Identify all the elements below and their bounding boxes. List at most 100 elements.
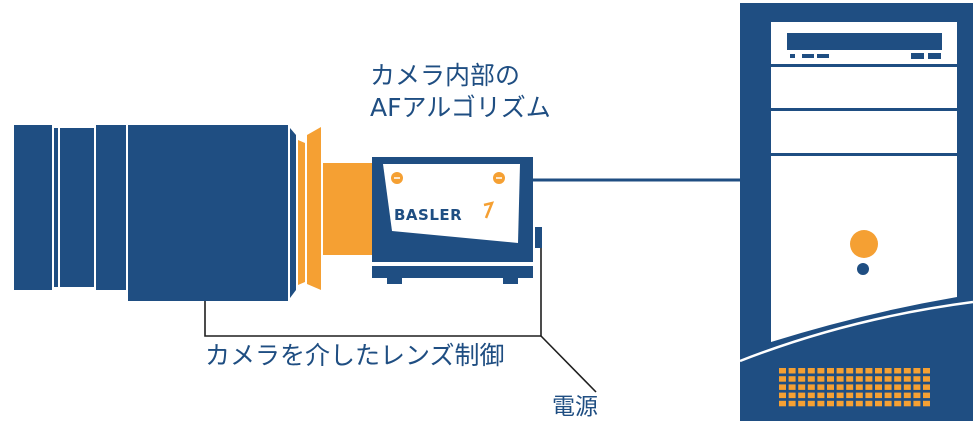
pc-vent-hole	[913, 392, 921, 399]
pc-vent-hole	[855, 400, 863, 407]
pc-vent-hole	[923, 368, 930, 374]
pc-vent-hole	[788, 400, 796, 407]
pc-bay-1-led-bar-1	[802, 54, 814, 58]
pc-vent-hole	[884, 368, 892, 374]
pc-vent-hole	[865, 400, 873, 407]
lens-ring-3	[96, 125, 126, 290]
pc-vent-hole	[875, 400, 882, 407]
pc-vent-hole	[798, 376, 806, 382]
pc-bay-1-led-bar-2	[817, 54, 829, 58]
pc-bay-1-led-dot	[790, 54, 795, 58]
pc-vent-hole	[913, 384, 921, 390]
pc-vent-hole	[846, 392, 854, 399]
pc-vent-hole	[779, 400, 786, 407]
pc-vent-hole	[846, 368, 854, 374]
pc-bay-1-button-2	[928, 53, 941, 59]
pc-vent-hole	[788, 368, 796, 374]
pc-bay-1-button-1	[911, 53, 924, 59]
af-algorithm-label: カメラ内部の AFアルゴリズム	[370, 60, 551, 124]
camera-power-connector	[535, 227, 542, 248]
cables	[204, 178, 744, 393]
pc-vent-hole	[875, 376, 882, 382]
pc-vent-hole	[884, 376, 892, 382]
power-leader-line	[540, 335, 597, 393]
pc-power-led	[857, 263, 869, 275]
camera: BASLER	[372, 157, 542, 284]
pc-front-curve	[739, 300, 973, 363]
pc-vent-hole	[788, 392, 796, 399]
pc-vent-grid	[779, 368, 930, 407]
lens-control-bracket	[204, 248, 542, 337]
camera-foot-right	[503, 278, 518, 284]
pc-vent-hole	[884, 384, 892, 390]
lens-control-label: カメラを介したレンズ制御	[205, 341, 505, 370]
pc-vent-hole	[913, 368, 921, 374]
pc-vent-hole	[846, 376, 854, 382]
lens-ring-1	[54, 128, 58, 287]
pc-vent-hole	[855, 368, 863, 374]
pc-bay-3	[771, 111, 957, 153]
pc-vent-hole	[836, 400, 844, 407]
camera-brand-mark	[483, 201, 495, 219]
pc-vent-hole	[827, 392, 834, 399]
pc-tower	[739, 3, 973, 421]
pc-vent-hole	[865, 392, 873, 399]
lens-mount-cylinder	[323, 163, 373, 255]
pc-vent-hole	[913, 400, 921, 407]
pc-bay-2	[771, 67, 957, 108]
pc-vent-hole	[875, 392, 882, 399]
pc-vent-hole	[903, 376, 911, 382]
pc-vent-hole	[779, 392, 786, 399]
pc-vent-hole	[846, 400, 854, 407]
pc-power-button	[850, 230, 878, 258]
lens-body-front	[14, 125, 52, 290]
pc-vent-hole	[923, 400, 930, 407]
pc-vent-hole	[913, 376, 921, 382]
camera-brand-logo: BASLER	[394, 206, 462, 224]
lens-adapter-ring-1	[298, 140, 305, 285]
pc-vent-hole	[875, 368, 882, 374]
pc-vent-hole	[807, 384, 815, 390]
lens-body-main	[128, 125, 288, 301]
pc-vent-hole	[894, 392, 902, 399]
pc-vent-hole	[788, 384, 796, 390]
pc-vent-hole	[817, 376, 825, 382]
pc-vent-hole	[798, 400, 806, 407]
camera-base-strip	[372, 262, 533, 266]
pc-vent-hole	[875, 384, 882, 390]
pc-vent-hole	[865, 376, 873, 382]
pc-vent-hole	[884, 400, 892, 407]
pc-vent-hole	[903, 400, 911, 407]
pc-vent-hole	[846, 384, 854, 390]
pc-vent-hole	[798, 368, 806, 374]
pc-vent-hole	[836, 392, 844, 399]
pc-vent-hole	[827, 376, 834, 382]
pc-vent-hole	[827, 400, 834, 407]
pc-vent-hole	[903, 384, 911, 390]
pc-vent-hole	[798, 392, 806, 399]
pc-vent-hole	[855, 392, 863, 399]
pc-vent-hole	[779, 368, 786, 374]
pc-vent-hole	[836, 376, 844, 382]
camera-front-plate	[383, 164, 520, 243]
power-label: 電源	[552, 394, 598, 420]
af-algorithm-label-line2: AFアルゴリズム	[370, 93, 551, 122]
pc-vent-hole	[894, 368, 902, 374]
pc-vent-hole	[903, 392, 911, 399]
lens	[14, 125, 373, 301]
pc-vent-hole	[855, 384, 863, 390]
pc-vent-hole	[817, 392, 825, 399]
pc-vent-hole	[884, 392, 892, 399]
pc-vent-hole	[807, 368, 815, 374]
lens-mount-taper	[290, 128, 296, 298]
pc-vent-hole	[894, 376, 902, 382]
pc-vent-hole	[807, 400, 815, 407]
pc-vent-hole	[865, 368, 873, 374]
pc-vent-hole	[807, 376, 815, 382]
pc-vent-hole	[923, 384, 930, 390]
pc-vent-hole	[827, 384, 834, 390]
pc-vent-hole	[817, 400, 825, 407]
pc-vent-hole	[807, 392, 815, 399]
pc-vent-hole	[865, 384, 873, 390]
